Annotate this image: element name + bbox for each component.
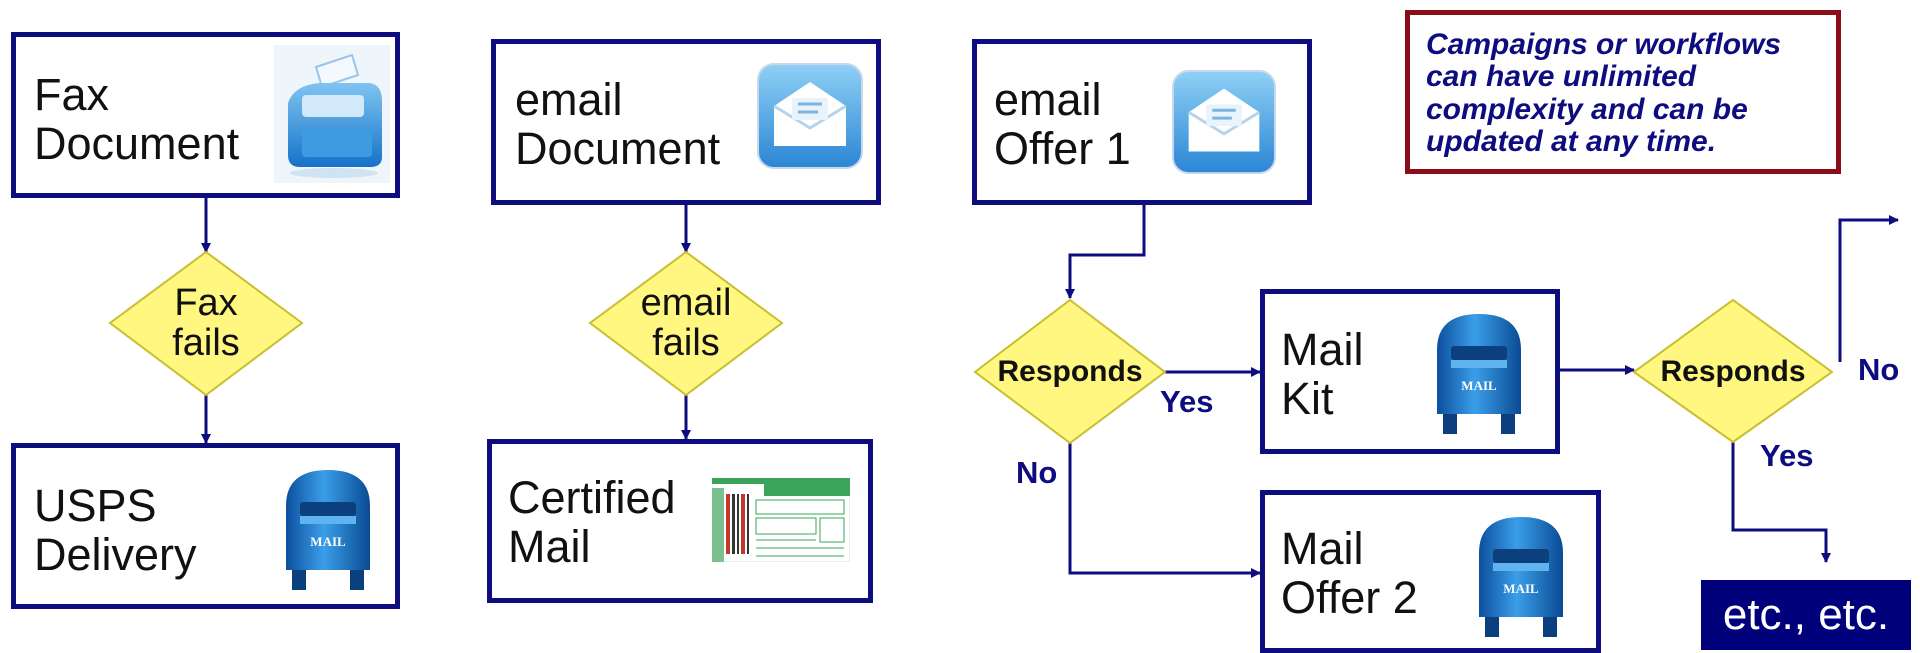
decision-responds-1-label: Responds <box>997 355 1143 388</box>
mailbox-icon: MAIL <box>1437 314 1521 434</box>
certified-mail-box: Certified Mail <box>487 439 873 603</box>
decision-responds-1 <box>973 298 1167 445</box>
note-text: Campaigns or workflows can have unlimite… <box>1426 28 1782 159</box>
responds-1-yes-label: Yes <box>1160 384 1214 419</box>
decision-email-fails <box>588 250 784 397</box>
mailbox-icon: MAIL <box>286 470 370 590</box>
usps-delivery-box: USPS Delivery MAIL <box>11 443 400 609</box>
responds-1-no-label: No <box>1016 455 1058 490</box>
decision-responds-2 <box>1632 298 1834 444</box>
email-offer-1-label: email Offer 1 <box>994 74 1131 174</box>
mail-offer-2-box: Mail Offer 2 MAIL <box>1260 490 1601 653</box>
arrow-offer1-to-responds <box>1065 205 1146 299</box>
arrow-responds2-no-exit <box>1838 215 1899 362</box>
responds-2-yes-label: Yes <box>1760 438 1814 473</box>
email-document-box: email Document <box>491 39 881 205</box>
email-envelope-icon <box>1171 70 1277 175</box>
svg-text:MAIL: MAIL <box>1503 581 1539 596</box>
email-envelope-icon <box>757 63 863 169</box>
arrow-responds2-yes-to-etc <box>1731 442 1831 563</box>
decision-email-fails-label: email fails <box>640 282 732 364</box>
fax-machine-icon <box>274 45 390 183</box>
mailbox-icon: MAIL <box>1479 517 1563 637</box>
certified-mail-receipt-icon <box>712 478 850 562</box>
arrow-responds-no-to-offer2 <box>1068 443 1261 578</box>
mail-kit-box: Mail Kit MAIL <box>1260 289 1560 454</box>
usps-delivery-label: USPS Delivery <box>34 480 197 580</box>
fax-document-box: Fax Document <box>11 32 400 198</box>
mail-offer-2-label: Mail Offer 2 <box>1281 523 1418 623</box>
email-document-label: email Document <box>515 74 721 174</box>
email-offer-1-box: email Offer 1 <box>972 39 1312 205</box>
fax-document-label: Fax Document <box>34 69 240 169</box>
svg-text:MAIL: MAIL <box>1461 378 1497 393</box>
svg-text:MAIL: MAIL <box>310 534 346 549</box>
decision-responds-2-label: Responds <box>1660 355 1806 388</box>
decision-fax-fails-label: Fax fails <box>172 282 240 364</box>
mail-kit-label: Mail Kit <box>1281 324 1364 424</box>
etc-label: etc., etc. <box>1701 580 1911 650</box>
certified-mail-label: Certified Mail <box>508 472 676 572</box>
decision-fax-fails <box>108 250 304 397</box>
note-box: Campaigns or workflows can have unlimite… <box>1405 10 1841 174</box>
responds-2-no-label: No <box>1858 352 1900 387</box>
